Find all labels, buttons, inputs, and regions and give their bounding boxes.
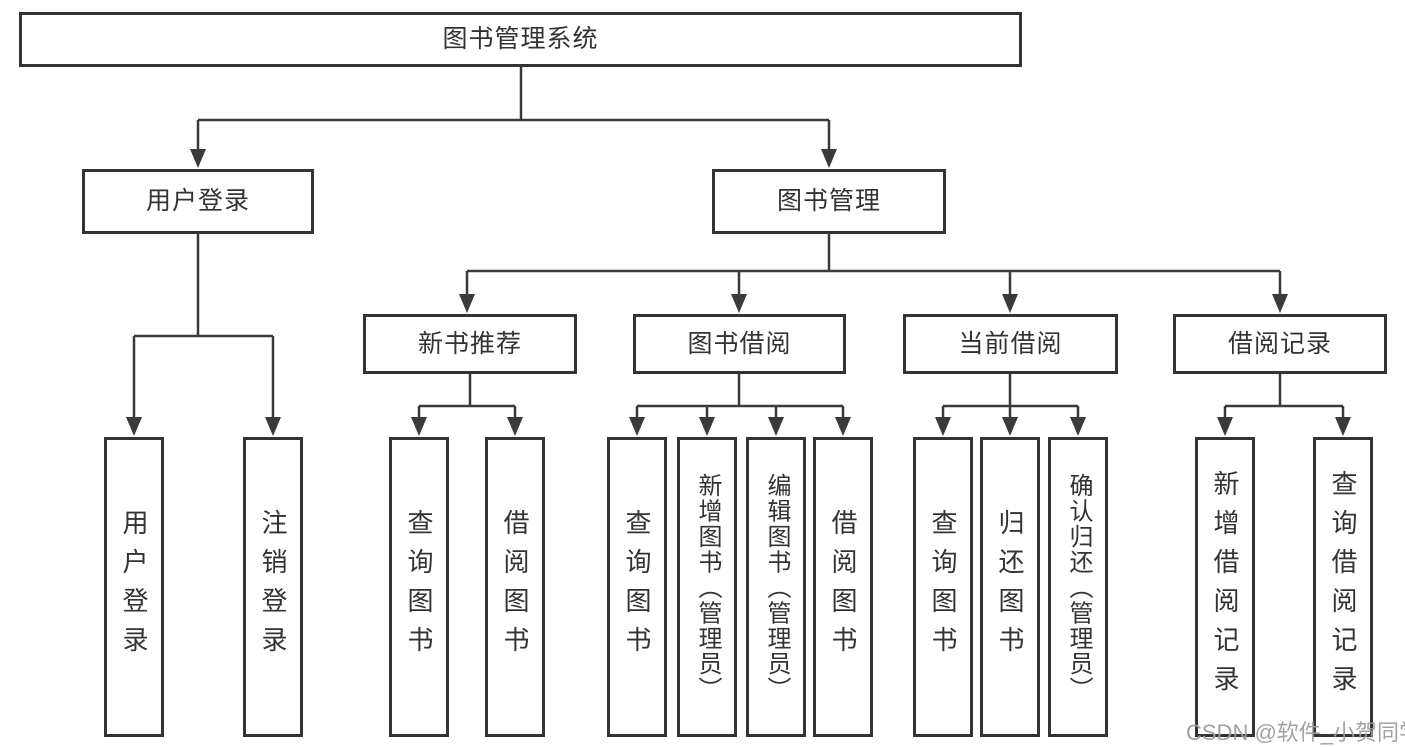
node-label: 归还图书 bbox=[995, 509, 1025, 665]
node-label: 借阅记录 bbox=[1227, 329, 1332, 358]
node-new-book-recommend: 新书推荐 bbox=[363, 314, 577, 374]
node-label: 借阅图书 bbox=[500, 509, 530, 665]
csdn-watermark: CSDN @软件_小贺同学 bbox=[1186, 720, 1405, 745]
node-leaf-query-books-borrow: 查询图书 bbox=[607, 437, 667, 737]
node-label: 图书管理 bbox=[776, 187, 881, 215]
node-borrowing-records: 借阅记录 bbox=[1173, 314, 1387, 374]
node-label: 用户登录 bbox=[145, 187, 250, 215]
node-label: 编辑图书（管理员） bbox=[763, 472, 790, 702]
node-leaf-borrow-books: 借阅图书 bbox=[813, 437, 873, 737]
node-book-borrowing: 图书借阅 bbox=[633, 314, 846, 374]
node-label: 新增图书（管理员） bbox=[694, 472, 721, 702]
node-label: 查询图书 bbox=[622, 509, 652, 665]
node-leaf-add-books-admin: 新增图书（管理员） bbox=[677, 437, 737, 737]
node-leaf-user-login: 用户登录 bbox=[104, 437, 164, 737]
node-current-borrowing: 当前借阅 bbox=[903, 314, 1118, 374]
node-label: 查询借阅记录 bbox=[1328, 470, 1358, 704]
node-label: 查询图书 bbox=[404, 509, 434, 665]
node-label: 新增借阅记录 bbox=[1210, 470, 1240, 704]
node-leaf-query-books-current: 查询图书 bbox=[913, 437, 973, 737]
node-leaf-query-books-recommend: 查询图书 bbox=[389, 437, 449, 737]
node-label: 注销登录 bbox=[258, 509, 288, 665]
node-label: 图书借阅 bbox=[687, 329, 792, 358]
node-leaf-query-borrow-record: 查询借阅记录 bbox=[1313, 437, 1373, 737]
node-leaf-logout: 注销登录 bbox=[243, 437, 303, 737]
node-label: 用户登录 bbox=[119, 509, 149, 665]
node-leaf-confirm-return-admin: 确认归还（管理员） bbox=[1048, 437, 1108, 737]
node-user-login: 用户登录 bbox=[82, 169, 314, 234]
node-label: 当前借阅 bbox=[958, 329, 1063, 358]
node-book-management: 图书管理 bbox=[712, 169, 946, 234]
node-label: 图书管理系统 bbox=[442, 25, 599, 53]
node-leaf-add-borrow-record: 新增借阅记录 bbox=[1195, 437, 1255, 737]
node-label: 借阅图书 bbox=[828, 509, 858, 665]
node-label: 确认归还（管理员） bbox=[1065, 472, 1092, 702]
node-library-management-system: 图书管理系统 bbox=[19, 12, 1022, 67]
node-label: 新书推荐 bbox=[417, 329, 522, 358]
node-leaf-edit-books-admin: 编辑图书（管理员） bbox=[746, 437, 806, 737]
node-label: 查询图书 bbox=[928, 509, 958, 665]
node-leaf-borrow-books-recommend: 借阅图书 bbox=[485, 437, 545, 737]
node-leaf-return-books: 归还图书 bbox=[980, 437, 1040, 737]
